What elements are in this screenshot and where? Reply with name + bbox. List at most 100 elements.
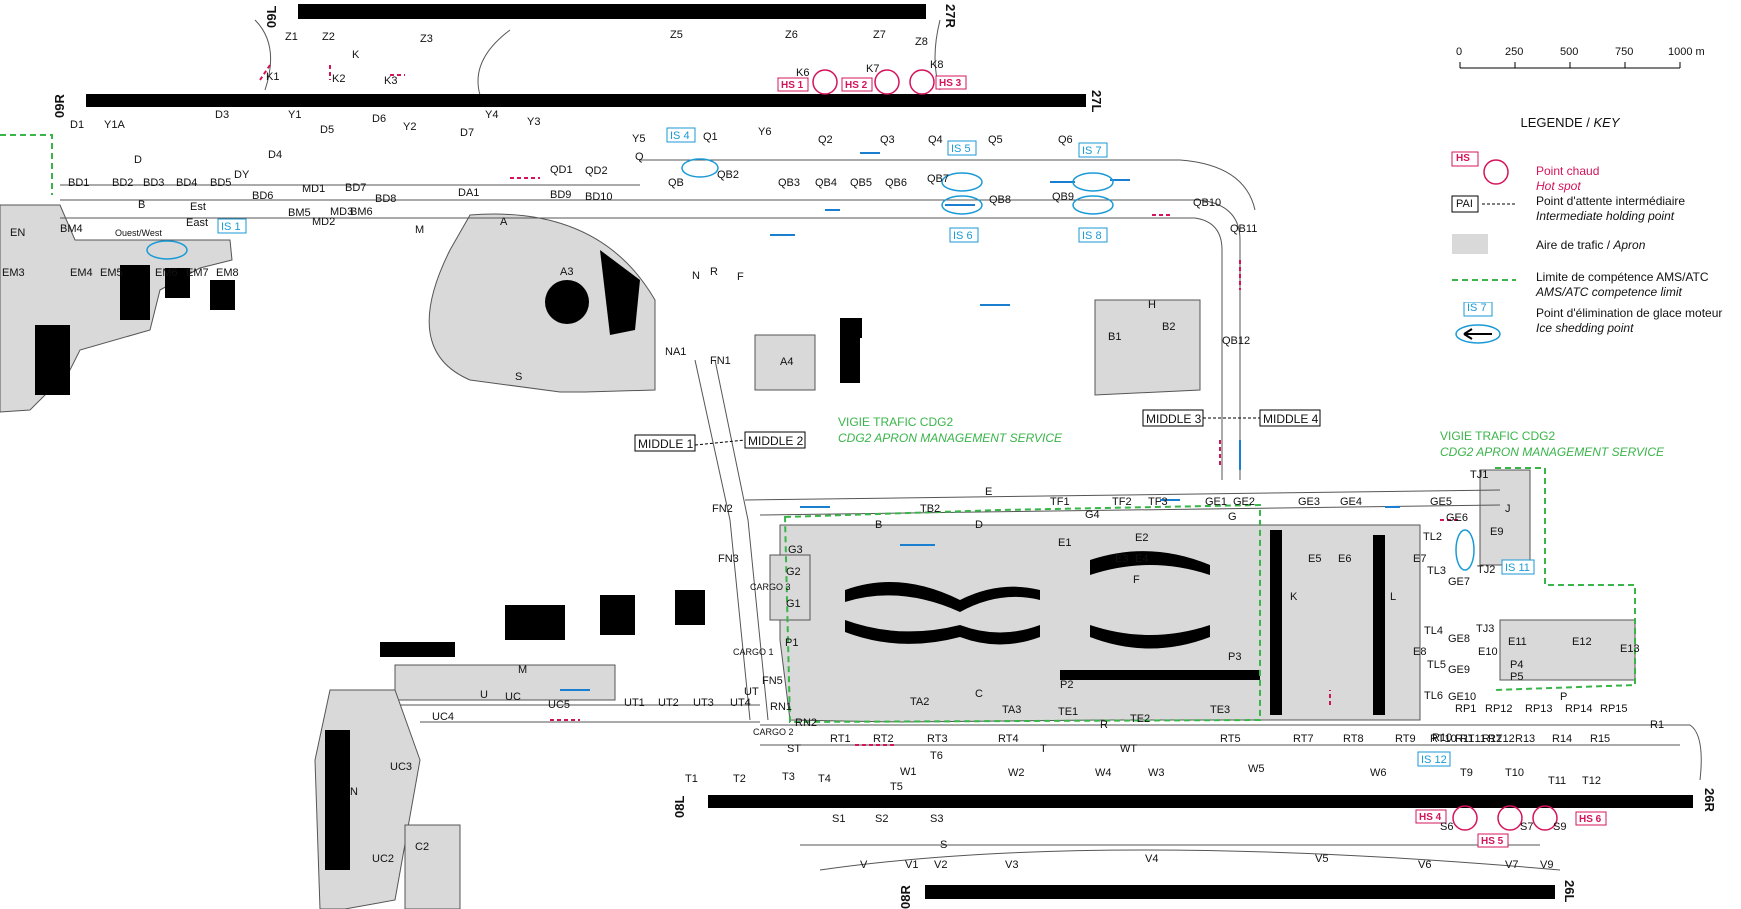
taxiway-label: CARGO 2: [753, 727, 794, 737]
taxiway-label: GE3: [1298, 496, 1320, 508]
taxiway-label: W2: [1008, 767, 1025, 779]
vigie-west-title: VIGIE TRAFIC CDG2: [838, 415, 953, 429]
hot-spot-box: [841, 77, 873, 92]
taxiway-label: BM4: [60, 223, 83, 235]
terminal1-satellite: [600, 250, 640, 335]
holding-label: MIDDLE 3: [1146, 412, 1202, 426]
terminal2-f-pier: [1090, 551, 1210, 575]
runways: [86, 4, 1693, 899]
legend-item-limit: Limite de compétence AMS/ATC AMS/ATC com…: [1450, 266, 1740, 302]
taxiway-label: TF2: [1112, 496, 1132, 508]
taxiway-label: Z8: [915, 36, 928, 48]
taxiway-label: QB: [668, 177, 684, 189]
building-en-2: [120, 265, 150, 320]
taxiway-label: G1: [786, 598, 801, 610]
holding-box: [1142, 409, 1204, 427]
ice-point-box: [947, 140, 977, 156]
taxiway-label: QD2: [585, 165, 608, 177]
ice-point-ellipse: [681, 158, 719, 178]
apron-h: [1094, 299, 1201, 396]
ice-point-label: IS 5: [951, 143, 971, 155]
taxiway-label: UC5: [548, 699, 570, 711]
taxiway-label: A4: [780, 356, 793, 368]
taxiway-label: GE8: [1448, 633, 1470, 645]
taxiway-label: MD1: [302, 183, 325, 195]
taxiway-label: Z5: [670, 29, 683, 41]
taxiway-label: D: [134, 154, 142, 166]
limit-symbol: [1452, 279, 1516, 281]
taxiway-label: Ouest/West: [115, 228, 162, 238]
taxiway-label: K: [1290, 591, 1298, 603]
taxiway-label: Q6: [1058, 134, 1073, 146]
taxiway-label: RT1: [830, 733, 851, 745]
holding-symbol: [1451, 195, 1516, 213]
taxiway-label: BD5: [210, 177, 231, 189]
ice-point-label: IS 11: [1505, 562, 1530, 574]
taxiway-label: P3: [1228, 651, 1241, 663]
scale-tick: 0: [1456, 46, 1463, 58]
taxiway-label: C: [975, 688, 983, 700]
taxiway-label: UT1: [624, 697, 645, 709]
taxiway-label: BD9: [550, 189, 571, 201]
vigie-west-subtitle: CDG2 APRON MANAGEMENT SERVICE: [838, 431, 1063, 445]
taxiway-label: W1: [900, 766, 917, 778]
holding-points: MIDDLE 1 MIDDLE 2 MIDDLE 3 MIDDLE 4: [634, 409, 1321, 452]
hot-spot-label: HS 2: [845, 80, 868, 91]
taxiway-label: UT4: [730, 697, 751, 709]
legend-text-fr: Point d'élimination de glace moteur: [1536, 306, 1723, 320]
ice-point-ellipse: [1455, 529, 1475, 571]
taxiway-label: T9: [1460, 767, 1473, 779]
taxiway-label: D7: [460, 127, 474, 139]
taxiway-label: QB8: [989, 194, 1011, 206]
hot-spot-label: HS 3: [939, 78, 962, 89]
taxiway-label: TL3: [1427, 565, 1446, 577]
taxiway-label: V2: [934, 859, 947, 871]
limit-west: [0, 134, 53, 195]
taxiway-label: RP15: [1600, 703, 1628, 715]
taxiway-label: E11: [1508, 636, 1527, 648]
hot-spot-labels: HS 1 HS 2 HS 3 HS 4 HS 5 HS 6: [777, 75, 1607, 848]
taxiway-label: D3: [215, 109, 229, 121]
legend-text: Aire de trafic / Apron: [1536, 238, 1645, 253]
scale-bar: [1459, 62, 1681, 69]
taxiway-label: FN2: [712, 503, 733, 515]
hot-spot-circle: [1452, 805, 1478, 831]
taxiway-label: V1: [905, 859, 918, 871]
legend-text: Limite de compétence AMS/ATC AMS/ATC com…: [1536, 270, 1709, 300]
taxiway-label: RP14: [1565, 703, 1593, 715]
taxiway-label: N: [350, 786, 358, 798]
taxiway-label: E5: [1308, 553, 1321, 565]
taxiway-label: CARGO 1: [733, 647, 774, 657]
taxiway-label: TE2: [1130, 713, 1150, 725]
ice-point-ellipse: [1072, 172, 1114, 192]
scale-tick: 250: [1505, 46, 1524, 58]
taxiway-label: TE1: [1058, 706, 1078, 718]
legend-item-holding: PAI Point d'attente intermédiaire Interm…: [1450, 190, 1740, 226]
taxiway-label: GE10: [1448, 691, 1476, 703]
taxiway-label: T10: [1505, 767, 1524, 779]
taxiway-label: RP1: [1455, 703, 1476, 715]
ice-point-box: [1501, 559, 1535, 575]
taxiway-label: Y5: [632, 133, 645, 145]
legend-text: Point d'élimination de glace moteur Ice …: [1536, 306, 1722, 336]
taxiway-label: D4: [268, 149, 282, 161]
taxiway-label: TJ2: [1477, 564, 1495, 576]
terminal2-k-bar: [1373, 535, 1385, 715]
taxiway-label: QB2: [717, 169, 739, 181]
taxiway-label: MD2: [312, 216, 335, 228]
taxiway-label: BD6: [252, 190, 273, 202]
taxiway-label: C2: [415, 841, 429, 853]
taxiway-label: E6: [1338, 553, 1351, 565]
apron-g: [769, 554, 811, 621]
taxiway-label: T11: [1548, 775, 1566, 787]
ice-point-label: IS 6: [953, 230, 973, 242]
taxiway-label: E1: [1058, 537, 1071, 549]
flow-arrow-blue: [560, 152, 1400, 691]
hot-spot-circle: [812, 69, 838, 95]
taxiway-label: DA1: [458, 187, 479, 199]
taxiway-label: RT10: [1430, 733, 1457, 745]
terminal1-core: [545, 280, 589, 324]
taxiway-label: V9: [1540, 859, 1553, 871]
